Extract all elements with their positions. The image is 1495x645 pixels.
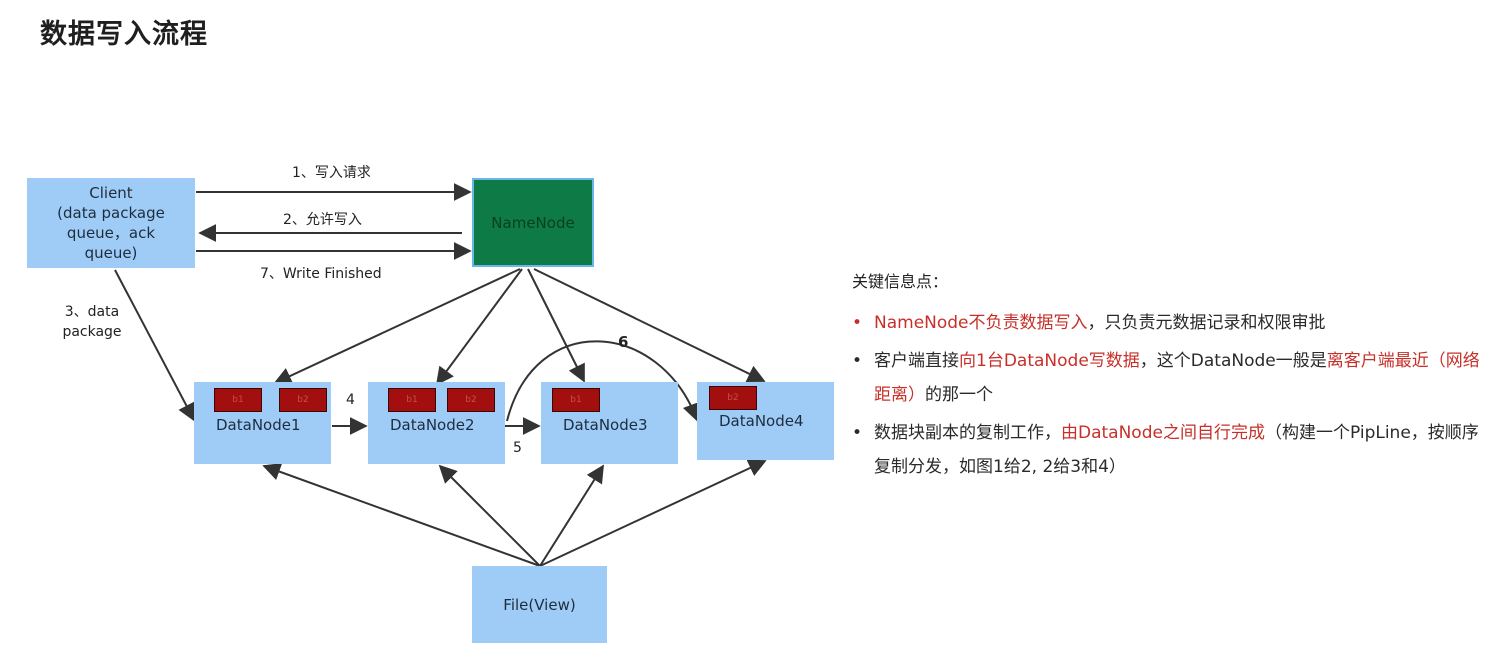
label-step-5: 5 — [513, 440, 522, 456]
bullet-icon: • — [852, 313, 863, 333]
key-points-title: 关键信息点： — [852, 272, 949, 291]
arrow-file-dn4 — [539, 459, 767, 567]
client-node: Client (data package queue，ack queue) — [27, 178, 195, 268]
body-text: 数据块副本的复制工作， — [874, 423, 1061, 443]
block-b2: b2 — [447, 388, 495, 412]
arrow-file-dn2 — [438, 464, 541, 567]
datanode1-node: b1 b2 DataNode1 — [194, 382, 331, 464]
arrow-file-dn1 — [262, 463, 541, 567]
arrow-namenode-dn3 — [527, 268, 585, 383]
block-b1: b1 — [214, 388, 262, 412]
highlight-text: 离客户端最近（网络距离） — [874, 351, 1480, 405]
datanode3-node: b1 DataNode3 — [541, 382, 678, 464]
list-item: • NameNode不负责数据写入，只负责元数据记录和权限审批 — [852, 306, 1482, 340]
datanode3-label: DataNode3 — [563, 416, 648, 434]
diagram-arrows — [114, 183, 767, 567]
datanode1-label: DataNode1 — [216, 416, 301, 434]
body-text: ，这个DataNode一般是 — [1139, 351, 1327, 371]
block-b1: b1 — [388, 388, 436, 412]
arrow-data-package — [114, 269, 195, 422]
arrow-dn2-dn4 — [506, 340, 700, 422]
datanode4-label: DataNode4 — [719, 412, 804, 430]
block-b1: b1 — [552, 388, 600, 412]
label-write-finished: 7、Write Finished — [260, 266, 382, 282]
arrow-namenode-dn2 — [435, 268, 523, 386]
datanode2-label: DataNode2 — [390, 416, 475, 434]
file-node: File(View) — [472, 566, 607, 643]
datanode4-node: b2 DataNode4 — [697, 382, 834, 460]
arrow-namenode-dn4 — [533, 268, 766, 382]
key-points-panel: 关键信息点： • NameNode不负责数据写入，只负责元数据记录和权限审批 •… — [852, 268, 1482, 488]
arrow-file-dn3 — [539, 464, 604, 567]
list-item: • 客户端直接向1台DataNode写数据，这个DataNode一般是离客户端最… — [852, 344, 1482, 412]
highlight-text: NameNode不负责数据写入 — [874, 313, 1088, 333]
namenode-node: NameNode — [472, 178, 594, 267]
label-write-request: 1、写入请求 — [292, 165, 371, 181]
body-text: 客户端直接 — [874, 351, 959, 371]
list-item: • 数据块副本的复制工作，由DataNode之间自行完成（构建一个PipLine… — [852, 416, 1482, 484]
body-text: ，只负责元数据记录和权限审批 — [1087, 313, 1326, 333]
key-points-list: • NameNode不负责数据写入，只负责元数据记录和权限审批 • 客户端直接向… — [852, 306, 1482, 484]
label-step-4: 4 — [346, 392, 355, 408]
bullet-icon: • — [852, 423, 863, 443]
label-step-6: 6 — [618, 333, 629, 351]
highlight-text: 由DataNode之间自行完成 — [1061, 423, 1265, 443]
block-b2: b2 — [279, 388, 327, 412]
highlight-text: 向1台DataNode写数据 — [959, 351, 1140, 371]
label-data-package: 3、data package — [62, 304, 122, 340]
block-b2: b2 — [709, 386, 757, 410]
arrow-namenode-dn1 — [273, 268, 521, 385]
datanode2-node: b1 b2 DataNode2 — [368, 382, 505, 464]
page-title: 数据写入流程 — [40, 19, 208, 50]
body-text: 的那一个 — [925, 385, 993, 405]
body-text: （构建一个PipLine，按顺序复制分发，如图1给2, 2给3和4） — [874, 423, 1479, 477]
bullet-icon: • — [852, 351, 863, 371]
label-allow-write: 2、允许写入 — [283, 212, 362, 228]
